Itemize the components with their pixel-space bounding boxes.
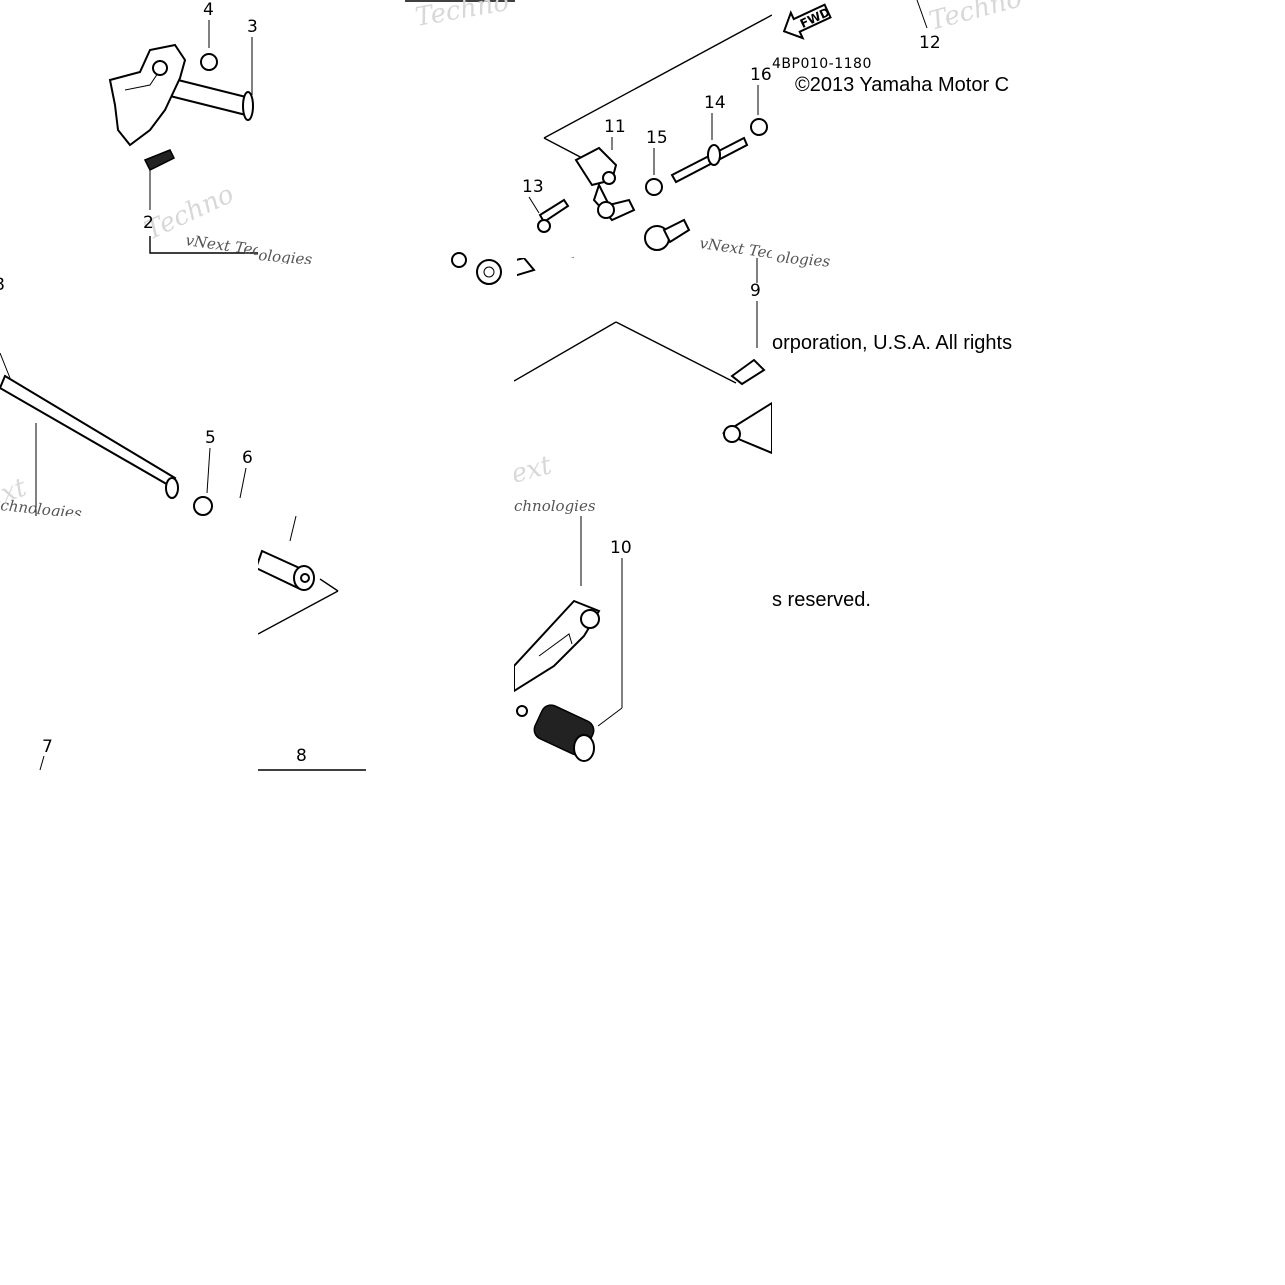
callout-7: 7	[42, 737, 53, 757]
callout-16: 16	[750, 65, 772, 85]
nut-16	[750, 118, 768, 136]
collar-bore	[300, 573, 310, 583]
drawing-code: 4BP010-1180	[772, 56, 872, 72]
callout-2: 2	[143, 213, 154, 233]
assembly-line	[615, 321, 737, 384]
callout-1: 8	[0, 275, 5, 295]
callout-9: 9	[750, 281, 761, 301]
assembly-line	[514, 321, 617, 382]
callout-5: 5	[205, 428, 216, 448]
assembly-line	[543, 137, 587, 161]
watermark-text: Techno	[926, 0, 1025, 37]
pedal-detail	[538, 633, 573, 657]
watermark-text: ologies	[258, 246, 313, 264]
watermark-text: ologies	[776, 248, 831, 268]
washer-5	[193, 496, 213, 516]
shaft-end	[242, 91, 254, 121]
callout-4: 4	[203, 0, 214, 20]
callout-13: 13	[522, 177, 544, 197]
watermark-text: Techno	[413, 0, 511, 30]
assembly-line	[258, 590, 339, 635]
shaft-detail	[0, 352, 11, 379]
washer-part	[514, 258, 536, 278]
assembly-line	[543, 14, 772, 139]
pedal-tip-end	[573, 734, 595, 762]
nut-15	[645, 178, 663, 196]
pedal-boss	[580, 609, 600, 629]
tile-watermark-fragment: ologies	[258, 242, 338, 264]
pedal-pin	[516, 705, 528, 717]
pivot-hole	[152, 60, 168, 76]
group-bracket	[149, 236, 258, 254]
long-shaft	[0, 374, 177, 488]
rod-end-neck	[662, 218, 691, 244]
washer-part	[200, 53, 218, 71]
tile-shift-shaft: 8 5 6 ext chnologies	[0, 258, 258, 516]
copyright-text-1: ©2013 Yamaha Motor C	[795, 74, 1010, 96]
callout-8: 8	[296, 746, 307, 766]
pedal-pivot	[723, 425, 741, 443]
leader-line	[206, 447, 211, 494]
watermark-text: chnologies	[0, 496, 83, 516]
tile-linkage-lines: 9 ext chnologies	[514, 258, 772, 516]
arm-hole	[602, 171, 616, 185]
tile-watermark-fragment: ologies	[772, 244, 852, 268]
callout-3: 3	[247, 17, 258, 37]
callout-6: 6	[242, 448, 253, 468]
leader-line	[39, 755, 45, 771]
watermark-text: chnologies	[514, 497, 596, 515]
tile-shift-pedal: 10	[514, 516, 772, 774]
watermark-vnext: vNext Tec	[698, 234, 772, 258]
copyright-text-2: orporation, U.S.A. All rights	[772, 332, 1013, 354]
tile-callout-7: 7	[0, 730, 70, 774]
shift-pedal-lever	[514, 599, 601, 693]
washer-bore	[483, 266, 495, 278]
return-spring	[143, 149, 176, 172]
rod-end-9	[730, 358, 766, 386]
leader-line	[239, 467, 247, 499]
leader-line	[289, 516, 297, 542]
fwd-arrow-icon: FWD	[782, 3, 832, 40]
tile-collar: 8	[258, 516, 516, 774]
washer-part	[451, 252, 467, 268]
assembly-line	[319, 578, 339, 592]
callout-15: 15	[646, 128, 668, 148]
shaft-spline	[165, 477, 179, 499]
tile-shift-arm: 11 13 15 14 16	[514, 0, 772, 258]
tile-washers-fragment	[447, 250, 517, 310]
callout-10: 10	[610, 538, 632, 558]
watermark-vnext: vNext Tec	[184, 231, 258, 258]
arm-bolt-head	[597, 201, 615, 219]
callout-11: 11	[604, 117, 626, 137]
callout-12: 12	[919, 33, 941, 53]
leader-line	[597, 707, 623, 727]
copyright-text-3: s reserved.	[772, 589, 871, 611]
tile-shift-cam: Techno 4 3 2 vNext Tec	[0, 0, 258, 258]
leader-line	[528, 196, 540, 214]
washer-part	[476, 259, 502, 285]
tile-top-fragment: Techno	[405, 0, 517, 30]
bolt-13	[538, 198, 570, 224]
watermark-text: ext	[514, 450, 555, 490]
bolt-head	[537, 219, 551, 233]
leader-line	[916, 0, 928, 29]
stud-collar	[707, 144, 721, 166]
tile-fwd-arrow: FWD Techno 12 4BP010-1180	[772, 0, 1030, 258]
shift-shaft	[164, 76, 252, 117]
callout-14: 14	[704, 93, 726, 113]
